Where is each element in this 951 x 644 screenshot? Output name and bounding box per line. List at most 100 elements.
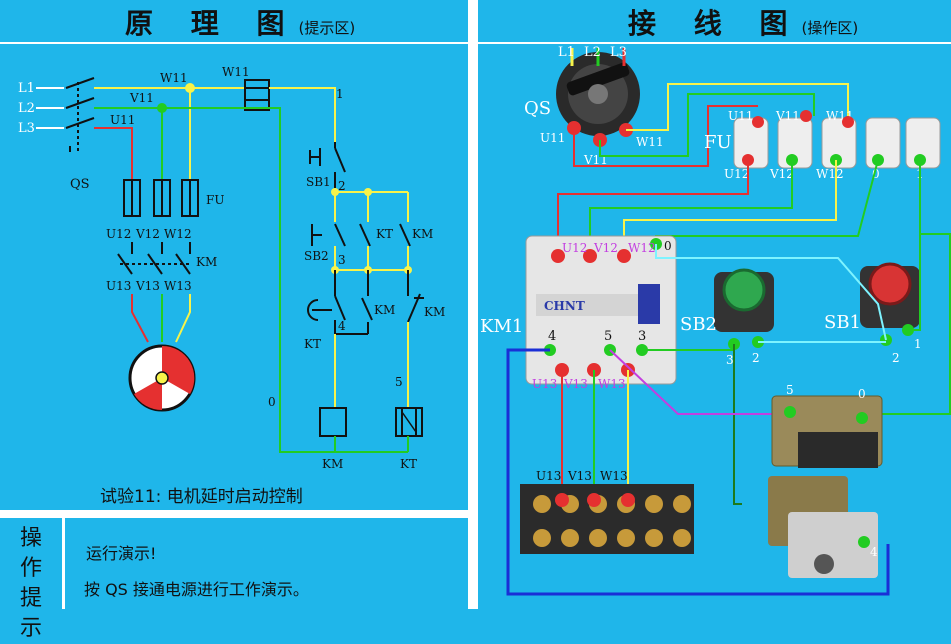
w11-top-label: W11 [222,65,250,79]
qs-rotary-switch[interactable] [556,52,640,136]
fu-u11: U11 [728,109,753,123]
qs-u11-label: U11 [540,131,565,145]
label-l1: L1 [18,81,35,96]
km-v12: V12 [593,241,618,255]
kt-timed-contact [307,295,346,321]
coil-kt-label: KT [400,457,417,471]
tb-term-v13[interactable] [587,493,601,507]
schematic-panel: 原 理 图(提示区) L1 L2 L3 QS W11 [0,0,468,510]
qs-w11-label: W11 [636,135,664,149]
label-l3: L3 [18,121,35,136]
vertical-divider [468,0,478,609]
km-5: 5 [604,329,612,344]
sb2-3: 3 [726,353,734,367]
qs-l1: L1 [558,45,575,60]
v13-label: V13 [135,279,160,293]
km-contact-b [361,297,373,321]
km-term-v12[interactable] [583,249,597,263]
sb1-stop-button [309,147,346,173]
sb2-button[interactable] [714,268,774,332]
fu-in-w[interactable] [842,116,854,128]
node-0: 0 [268,395,276,409]
sb1-2: 2 [892,351,900,365]
side-char-1: 操 [19,526,42,551]
fu-w12: W12 [816,167,844,181]
v11-label: V11 [129,91,154,105]
motor-symbol [128,344,196,412]
fu-label: FU [206,193,224,207]
sb2-label: SB2 [304,249,329,263]
km-term-u12[interactable] [551,249,565,263]
u13-label: U13 [106,279,131,293]
right-title: 接 线 图(操作区) [628,2,858,42]
qs-l3: L3 [610,45,627,60]
node-2: 2 [338,179,346,193]
tb-u13: U13 [536,469,561,483]
label-l2: L2 [18,101,35,116]
w13-label: W13 [164,279,192,293]
diagram-caption: 试验11: 电机延时启动控制 [100,487,303,507]
left-title-sub: (提示区) [298,19,356,37]
km-contact-label: KM [412,227,433,241]
kt-0: 0 [858,387,866,401]
sb1-button[interactable] [860,262,920,328]
km-coil [319,407,347,437]
km1-contactor: CHNT [525,235,677,385]
kt-label-2: KT [304,337,321,351]
tb-w13: W13 [600,469,628,483]
kt-contact-a [359,223,371,247]
kt-5: 5 [786,383,794,397]
node-1: 1 [336,87,344,101]
right-title-sub: (操作区) [801,19,859,37]
terminal-block [520,484,694,554]
kt-term-4[interactable] [858,536,870,548]
km-w12: W12 [628,241,656,255]
left-title-bar: 原 理 图(提示区) [0,0,468,44]
wiring-panel: 接 线 图(操作区) L1 L2 L3 QS U11 V11 W11 [478,0,951,609]
km-0: 0 [664,239,672,253]
w12-label: W12 [164,227,192,241]
fu-in-v[interactable] [800,110,812,122]
sb2-wiring-label: SB2 [680,314,717,335]
node-4: 4 [338,319,346,333]
km-main-contacts [117,242,191,275]
fu-v12: V12 [769,167,794,181]
u12-label: U12 [106,227,131,241]
km-label: KM [196,255,217,269]
left-title-main: 原 理 图 [125,7,299,40]
tb-v13: V13 [567,469,592,483]
fuse-block [733,117,941,169]
kt-coil [395,407,423,437]
sb1-wiring-label: SB1 [824,312,861,333]
kt-term-0[interactable] [856,412,868,424]
tb-term-w13[interactable] [621,493,635,507]
side-char-3: 提 [19,586,42,611]
operation-panel: 操 作 提 示 运行演示! 按 QS 接通电源进行工作演示。 [0,518,468,641]
km-contact-label-2: KM [374,303,395,317]
tb-term-u13[interactable] [555,493,569,507]
node-5: 5 [395,375,403,389]
side-char-2: 作 [19,556,42,581]
qs-switch [65,77,95,152]
kt-term-5[interactable] [784,406,796,418]
u11-label: U11 [110,113,135,127]
operation-line-2: 按 QS 接通电源进行工作演示。 [84,580,309,599]
w11-label: W11 [160,71,188,85]
sb1-label: SB1 [306,175,331,189]
kt-time-relay [768,395,883,578]
kt-4: 4 [870,545,878,559]
left-title: 原 理 图(提示区) [125,2,355,42]
fu-v11: V11 [775,109,800,123]
qs-label: QS [70,177,90,192]
km-term-w12[interactable] [617,249,631,263]
contactor-brand: CHNT [544,299,585,313]
operation-side-divider [62,518,65,609]
operation-side-label: 操 作 提 示 [16,524,46,644]
qs-l2: L2 [584,45,601,60]
fu-in-u[interactable] [752,116,764,128]
km-u13: U13 [532,377,557,391]
right-title-main: 接 线 图 [628,7,802,40]
sb2-2: 2 [752,351,760,365]
qs-wiring-label: QS [524,98,551,119]
